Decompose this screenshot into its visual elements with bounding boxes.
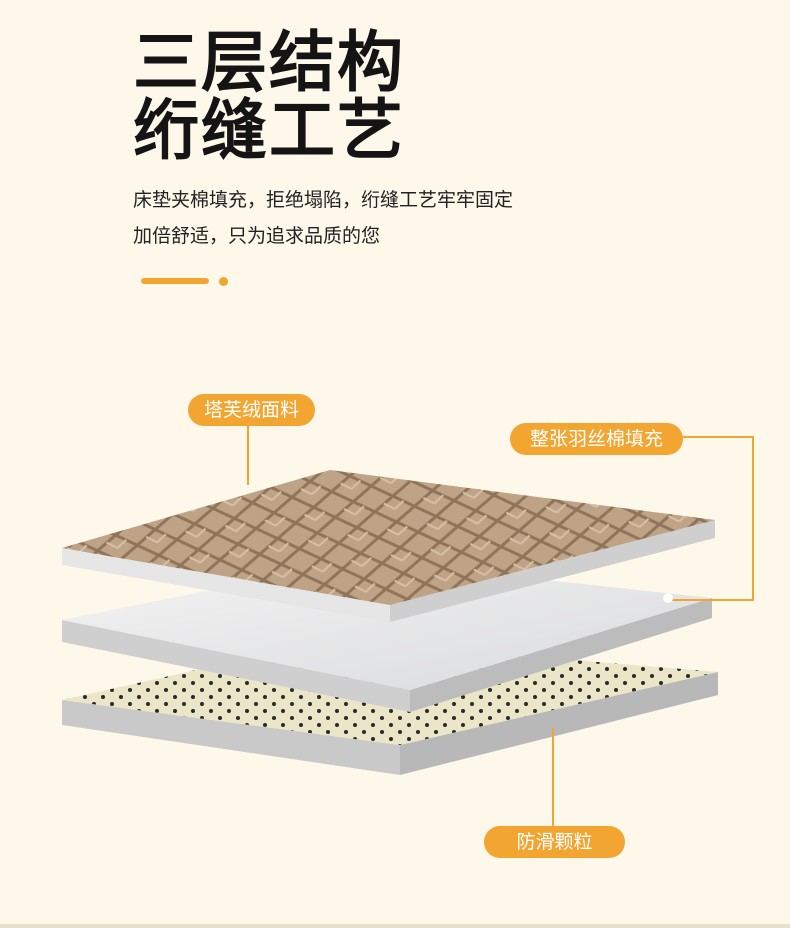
accent-divider-dot <box>219 277 228 286</box>
label-bottom-layer: 防滑颗粒 <box>484 826 625 858</box>
leader-line-middle <box>668 436 754 601</box>
accent-divider-bar <box>141 278 209 284</box>
bottom-edge <box>0 924 790 928</box>
headline-line2: 绗缝工艺 <box>133 92 405 169</box>
description-line1: 床垫夹棉填充，拒绝塌陷，绗缝工艺牢牢固定 <box>133 189 514 211</box>
label-middle-layer: 整张羽丝棉填充 <box>510 423 683 455</box>
description-line2: 加倍舒适，只为追求品质的您 <box>133 225 381 247</box>
leader-dot-middle <box>663 593 673 603</box>
headline-line1: 三层结构 <box>133 24 405 101</box>
fabric-top-layer <box>62 470 715 622</box>
label-top-layer: 塔芙绒面料 <box>188 394 315 426</box>
